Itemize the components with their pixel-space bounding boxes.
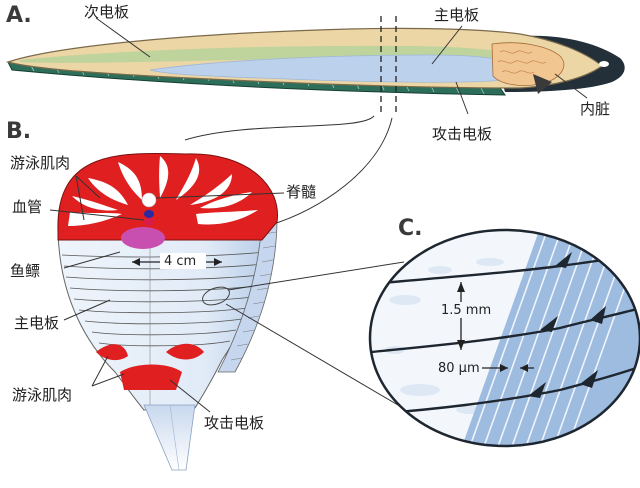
zoom-connector-bottom — [225, 303, 421, 419]
label-swim-bladder: 鱼鳔 — [10, 262, 40, 280]
label-viscera-a: 内脏 — [580, 100, 610, 118]
leader-blood-vessel — [49, 209, 145, 221]
electrocyte-face — [217, 221, 278, 373]
leader-secondary-a — [95, 17, 151, 58]
zoom-texture — [385, 258, 504, 414]
panel-a-eel — [5, 16, 625, 226]
lower-muscle-left — [96, 344, 128, 361]
pectoral-fin — [533, 74, 552, 94]
panel-b-cross-section: 4 cm — [49, 152, 285, 471]
width-label: 4 cm — [164, 254, 196, 269]
leader-swim-muscle-bottom — [91, 355, 125, 387]
zoom-marker — [202, 286, 230, 306]
width-arrow-right-head — [214, 258, 222, 266]
leader-main-organ-b — [63, 299, 111, 321]
thickness-arrow-right-head — [520, 364, 528, 372]
thickness-arrow-left-head — [500, 364, 508, 372]
section-connector-right — [269, 117, 393, 226]
leader-attack-a — [455, 81, 469, 115]
spacing-label: 1.5 mm — [441, 303, 491, 318]
zoom-connector-top — [227, 261, 405, 291]
label-swim-muscle-top: 游泳肌肉 — [10, 154, 70, 172]
leader-spinal-cord — [155, 192, 285, 199]
leader-viscera-a — [554, 73, 588, 99]
leader-swim-bladder — [63, 251, 121, 269]
leader-attack-organ-b — [169, 379, 211, 413]
thickness-label: 80 μm — [438, 361, 480, 376]
width-arrow-left-head — [132, 258, 140, 266]
label-blood-vessel: 血管 — [12, 198, 42, 216]
blood-vessel-red — [144, 218, 154, 226]
panel-c-label: C. — [398, 216, 423, 241]
tail-fin — [143, 404, 196, 471]
spinal-cord — [141, 192, 157, 208]
blood-vessel-blue — [144, 210, 154, 218]
section-connector-left — [184, 115, 375, 141]
leader-swim-muscle-top — [75, 175, 101, 221]
width-label-bg — [160, 253, 206, 269]
label-main-organ-b: 主电板 — [14, 314, 59, 332]
spacing-label-bg — [440, 302, 492, 318]
eel-eye — [599, 61, 609, 67]
label-spinal-cord: 脊髓 — [286, 183, 316, 201]
label-main-organ-a: 主电板 — [434, 6, 479, 24]
spacing-arrow-bottom-head — [457, 340, 465, 350]
panel-c-magnified: 1.5 mm 80 μm — [225, 228, 640, 448]
leader-main-a — [431, 25, 463, 65]
panel-a-label: A. — [6, 3, 32, 28]
label-swim-muscle-bottom: 游泳肌肉 — [12, 386, 72, 404]
electrocyte-band — [460, 230, 640, 446]
viscera-texture — [497, 50, 547, 74]
label-attack-organ-a: 攻击电板 — [432, 125, 492, 143]
zoom-circle-outline — [368, 228, 640, 448]
tail-fin-ray — [169, 404, 180, 471]
spacing-arrow-top-head — [457, 282, 465, 292]
lower-muscle-center — [120, 364, 182, 390]
viscera-a — [491, 42, 565, 86]
muscle-segments — [68, 156, 258, 226]
lower-muscle-right — [166, 343, 204, 360]
panel-b-label: B. — [6, 119, 31, 144]
swim-bladder — [121, 227, 165, 249]
label-attack-organ-b: 攻击电板 — [204, 414, 264, 432]
label-secondary-organ-a: 次电板 — [84, 3, 129, 21]
